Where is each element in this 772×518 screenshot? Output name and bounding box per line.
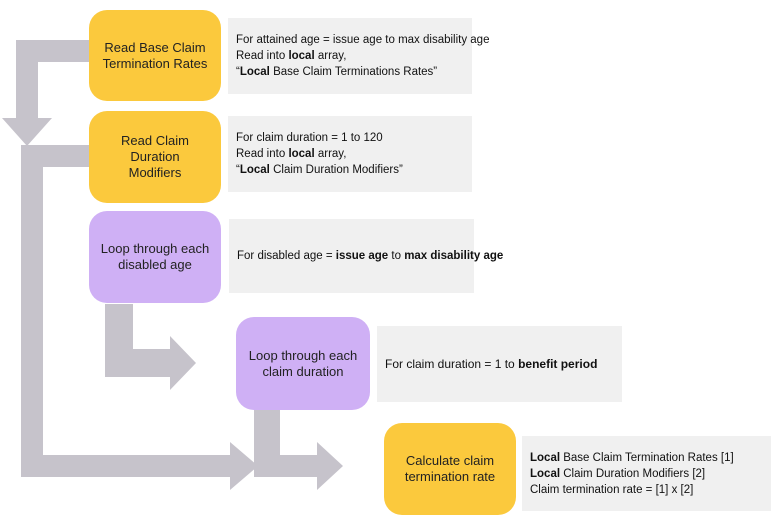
box-label-line: disabled age bbox=[118, 257, 192, 272]
loop-claim-duration-box: Loop through each claim duration bbox=[236, 317, 370, 410]
calculate-claim-termination-rate-box: Calculate claim termination rate bbox=[384, 423, 516, 515]
arrow-duration-to-calculate bbox=[21, 145, 258, 490]
read-claim-duration-modifiers-box: Read Claim Duration Modifiers bbox=[89, 111, 221, 203]
calculate-rate-note: Local Base Claim Termination Rates [1] L… bbox=[522, 436, 771, 511]
box-label-line: Loop through each bbox=[100, 241, 210, 256]
arrow-base-to-duration bbox=[2, 40, 89, 146]
note-line: “Local Base Claim Terminations Rates” bbox=[236, 66, 438, 78]
note-line: Read into local array, bbox=[236, 50, 347, 62]
box-label-line: Termination Rates bbox=[102, 55, 208, 71]
read-base-claim-termination-rates-box: Read Base Claim Termination Rates bbox=[89, 10, 221, 101]
note-line: Local Claim Duration Modifiers [2] bbox=[530, 467, 706, 480]
note-line: “Local Claim Duration Modifiers” bbox=[236, 164, 403, 176]
box-label-line: claim duration bbox=[262, 363, 344, 379]
box-label-line: Modifiers bbox=[128, 165, 182, 180]
box-label-line: Read Base Claim bbox=[104, 39, 206, 55]
box-label-line: termination rate bbox=[404, 469, 496, 484]
arrow-age-loop-to-duration-loop bbox=[105, 304, 196, 390]
read-duration-modifiers-note: For claim duration = 1 to 120 Read into … bbox=[228, 116, 472, 192]
arrow-duration-loop-to-calculate bbox=[254, 410, 343, 490]
note-line: For claim duration = 1 to benefit period bbox=[385, 357, 598, 371]
box-label-line: Calculate claim bbox=[405, 453, 495, 468]
note-line: For claim duration = 1 to 120 bbox=[236, 132, 383, 144]
note-line: For attained age = issue age to max disa… bbox=[236, 34, 490, 46]
note-line: Read into local array, bbox=[236, 148, 347, 160]
note-line: Local Base Claim Termination Rates [1] bbox=[530, 451, 734, 464]
box-label-line: Read Claim Duration bbox=[121, 133, 189, 164]
loop-disabled-age-box: Loop through each disabled age bbox=[89, 211, 221, 303]
box-label-line: Loop through each bbox=[248, 347, 358, 363]
loop-claim-duration-note: For claim duration = 1 to benefit period bbox=[377, 326, 622, 402]
note-line: For disabled age = issue age to max disa… bbox=[237, 250, 504, 262]
note-line: Claim termination rate = [1] x [2] bbox=[530, 483, 694, 496]
loop-disabled-age-note: For disabled age = issue age to max disa… bbox=[229, 219, 504, 293]
read-base-rates-note: For attained age = issue age to max disa… bbox=[228, 18, 490, 94]
